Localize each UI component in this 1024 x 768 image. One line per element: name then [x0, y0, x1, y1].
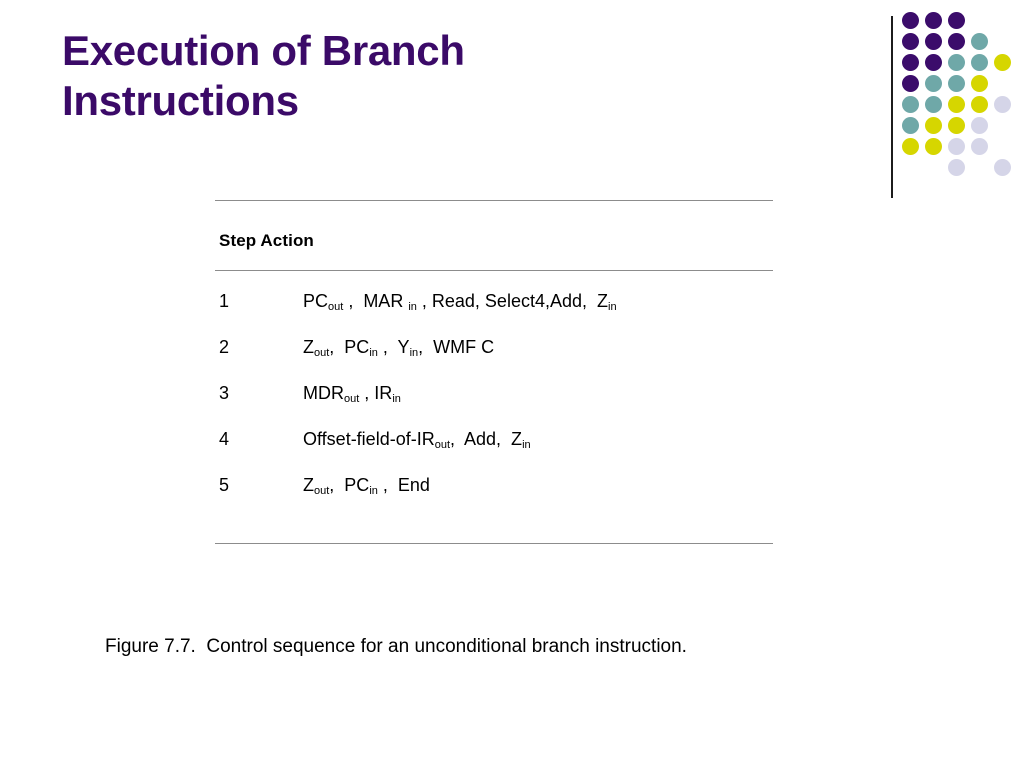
table-cell-action: Zout, PCin , End [303, 475, 430, 497]
table-row: 1 PCout , MAR in , Read, Select4,Add, Zin [215, 291, 773, 337]
decorative-dot-purple [948, 33, 965, 50]
decorative-dot-teal [925, 75, 942, 92]
decorative-dot-lavender [948, 159, 965, 176]
decorative-dot-teal [948, 75, 965, 92]
table-rule-bottom [215, 543, 773, 544]
decorative-dot-motif [888, 12, 1016, 198]
decorative-dot-purple [902, 33, 919, 50]
table-rule-middle [215, 270, 773, 271]
table-column-headers: Step Action [219, 231, 314, 250]
decorative-dot-lavender [994, 96, 1011, 113]
table-rule-top [215, 200, 773, 201]
table-row: 3 MDRout , IRin [215, 383, 773, 429]
decorative-dot-teal [925, 96, 942, 113]
vertical-divider [891, 16, 893, 198]
table-cell-step: 3 [219, 383, 230, 403]
decorative-dot-purple [925, 54, 942, 71]
decorative-dot-purple [902, 12, 919, 29]
table-cell-action: PCout , MAR in , Read, Select4,Add, Zin [303, 291, 617, 313]
decorative-dot-teal [971, 54, 988, 71]
decorative-dot-yellow [971, 75, 988, 92]
decorative-dot-yellow [925, 117, 942, 134]
table-row: 5 Zout, PCin , End [215, 475, 773, 521]
control-sequence-table: Step Action 1 PCout , MAR in , Read, Sele… [215, 200, 773, 544]
decorative-dot-yellow [948, 117, 965, 134]
decorative-dot-yellow [948, 96, 965, 113]
decorative-dot-lavender [994, 159, 1011, 176]
decorative-dot-purple [902, 54, 919, 71]
page-title-line-1: Execution of Branch [62, 27, 465, 74]
table-row: 2 Zout, PCin , Yin, WMF C [215, 337, 773, 383]
table-cell-step: 5 [219, 475, 230, 495]
decorative-dot-lavender [948, 138, 965, 155]
page-title: Execution of Branch Instructions [62, 26, 762, 125]
decorative-dot-purple [948, 12, 965, 29]
table-cell-action: Offset-field-of-IRout, Add, Zin [303, 429, 531, 451]
decorative-dot-teal [948, 54, 965, 71]
table-cell-step: 4 [219, 429, 230, 449]
decorative-dot-teal [902, 117, 919, 134]
dot-grid [902, 12, 1016, 182]
decorative-dot-yellow [925, 138, 942, 155]
table-cell-step: 1 [219, 291, 230, 311]
page-title-line-2: Instructions [62, 76, 299, 124]
decorative-dot-teal [902, 96, 919, 113]
decorative-dot-yellow [902, 138, 919, 155]
table-cell-action: Zout, PCin , Yin, WMF C [303, 337, 495, 359]
table-body: 1 PCout , MAR in , Read, Select4,Add, Zin… [215, 271, 773, 543]
table-row: 4 Offset-field-of-IRout, Add, Zin [215, 429, 773, 475]
decorative-dot-purple [925, 33, 942, 50]
table-cell-step: 2 [219, 337, 230, 357]
figure-caption: Figure 7.7. Control sequence for an unco… [105, 636, 687, 657]
decorative-dot-lavender [971, 138, 988, 155]
decorative-dot-teal [971, 33, 988, 50]
decorative-dot-purple [902, 75, 919, 92]
decorative-dot-yellow [971, 96, 988, 113]
decorative-dot-lavender [971, 117, 988, 134]
decorative-dot-yellow [994, 54, 1011, 71]
table-cell-action: MDRout , IRin [303, 383, 401, 405]
decorative-dot-purple [925, 12, 942, 29]
